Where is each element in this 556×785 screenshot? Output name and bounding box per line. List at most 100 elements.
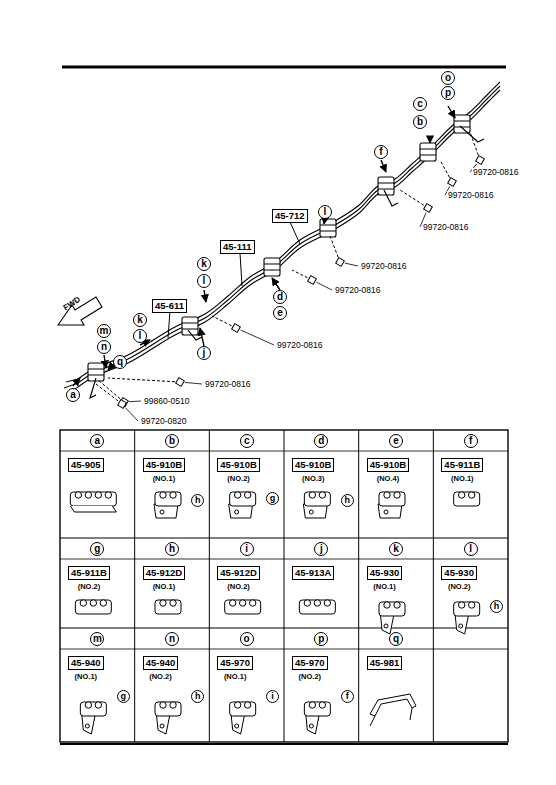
part-number: 45-981 bbox=[367, 656, 403, 670]
pipe-clip bbox=[378, 177, 394, 195]
part-cell: m45-940(NO.1)g bbox=[60, 628, 135, 742]
mount-bracket bbox=[460, 126, 484, 142]
table-rule bbox=[358, 430, 359, 742]
bolt-part-number: 99720-0816 bbox=[276, 341, 323, 350]
callout-letter: n bbox=[165, 632, 179, 646]
part-cell: n45-940(NO.2)h bbox=[135, 628, 210, 742]
callout-letter: h bbox=[191, 690, 204, 703]
pipe-clip bbox=[420, 143, 436, 161]
clip-picture bbox=[299, 600, 335, 614]
callout-arrow bbox=[381, 160, 386, 172]
callout-letter: n bbox=[97, 340, 111, 354]
callout-letter: h bbox=[490, 600, 503, 613]
callout-letter: b bbox=[165, 434, 179, 448]
callout-letter: h bbox=[191, 494, 204, 507]
bolt-head bbox=[232, 324, 241, 333]
part-number: 45-911B bbox=[68, 566, 110, 580]
leader-line bbox=[240, 253, 242, 286]
bolt-part-number: 99720-0816 bbox=[360, 262, 407, 271]
pipe-line bbox=[78, 86, 500, 383]
bolt-axis bbox=[96, 384, 122, 404]
part-number: 45-970 bbox=[292, 656, 328, 670]
callout-letter: f bbox=[341, 690, 354, 703]
part-number: 45-111 bbox=[223, 241, 252, 252]
bolt-head bbox=[176, 378, 185, 387]
callout-arrow bbox=[448, 106, 455, 118]
variant-number: (NO.2) bbox=[227, 475, 250, 483]
part-number-box: 45-611 bbox=[152, 299, 187, 313]
bolt-part-number: 99720-0816 bbox=[472, 168, 519, 177]
bolt-part-number: 99720-0816 bbox=[422, 223, 469, 232]
variant-number: (NO.2) bbox=[149, 673, 172, 681]
callout-letter: q bbox=[389, 632, 403, 646]
callout-letter: h bbox=[165, 542, 179, 556]
clip-picture bbox=[454, 492, 480, 506]
bolt-axis bbox=[98, 380, 124, 402]
leader-line bbox=[316, 282, 332, 290]
bolt-head bbox=[448, 178, 457, 187]
pipe-clip bbox=[454, 115, 470, 133]
mount-bracket bbox=[384, 190, 398, 206]
callout-letter: j bbox=[314, 542, 328, 556]
callout-letter: p bbox=[314, 632, 328, 646]
callout-letter: g bbox=[266, 492, 279, 505]
part-cell: c45-910B(NO.2)g bbox=[209, 430, 284, 538]
clip-picture bbox=[304, 702, 330, 734]
clip-picture bbox=[370, 694, 416, 726]
clip-picture bbox=[155, 600, 181, 614]
variant-number: (NO.1) bbox=[224, 673, 247, 681]
clip-picture bbox=[379, 602, 405, 634]
leader-line bbox=[290, 222, 300, 244]
part-number: 45-910B bbox=[217, 458, 259, 472]
callout-letter: e bbox=[273, 306, 287, 320]
part-number-box: 45-712 bbox=[272, 209, 308, 223]
bottom-rule bbox=[60, 743, 508, 745]
part-number: 45-911B bbox=[441, 458, 483, 472]
clip-slot bbox=[420, 149, 436, 155]
part-number: 45-910B bbox=[143, 458, 185, 472]
leader-line bbox=[345, 263, 358, 266]
part-cell: q 45-981 bbox=[359, 628, 434, 742]
part-number: 45-712 bbox=[275, 210, 305, 221]
part-cell: a45-905 bbox=[60, 430, 135, 538]
callout-letter: a bbox=[90, 434, 104, 448]
callout-arrow bbox=[204, 290, 206, 302]
callout-letter: l bbox=[197, 274, 211, 288]
callout-letter: e bbox=[389, 434, 403, 448]
callout-letter: c bbox=[413, 97, 427, 111]
variant-number: (NO.2) bbox=[448, 583, 471, 591]
callout-letter: f bbox=[464, 434, 478, 448]
clip-slot bbox=[320, 225, 336, 231]
part-cell: d45-910B(NO.3)h bbox=[284, 430, 359, 538]
pipe-clip bbox=[320, 219, 336, 237]
callout-arrow bbox=[200, 328, 204, 346]
callout-letter: i bbox=[240, 542, 254, 556]
pipe-clip bbox=[264, 258, 280, 276]
callout-letter: l bbox=[464, 542, 478, 556]
part-cell: g45-911B(NO.2) bbox=[60, 538, 135, 628]
bolt-part-number: 99720-0820 bbox=[140, 417, 187, 426]
clip-picture bbox=[303, 492, 330, 518]
clip-picture bbox=[155, 702, 181, 734]
bolt-part-number: 99720-0816 bbox=[204, 380, 251, 389]
variant-number: (NO.1) bbox=[75, 673, 98, 681]
part-cell: e45-910B(NO.4) bbox=[359, 430, 434, 538]
part-cell: b45-910B(NO.1)h bbox=[135, 430, 210, 538]
bolt-head bbox=[424, 204, 433, 213]
clip-picture bbox=[230, 702, 256, 734]
callout-letter: i bbox=[266, 690, 279, 703]
bolt-head bbox=[308, 276, 317, 285]
clip-picture bbox=[378, 492, 405, 518]
callout-arrow bbox=[73, 378, 80, 386]
callout-letter: l bbox=[318, 205, 332, 219]
part-cell: f45-911B(NO.1) bbox=[433, 430, 508, 538]
part-number-box: 45-111 bbox=[220, 240, 255, 254]
callout-arrow bbox=[429, 136, 430, 143]
top-rule bbox=[62, 66, 506, 69]
callout-letter: o bbox=[441, 71, 455, 85]
part-cell: i45-912D(NO.2) bbox=[209, 538, 284, 628]
part-cell: p45-970(NO.2)f bbox=[284, 628, 359, 742]
callout-letter: h bbox=[341, 494, 354, 507]
bolt-part-number: 99720-0816 bbox=[334, 286, 381, 295]
part-number: 45-970 bbox=[217, 656, 253, 670]
